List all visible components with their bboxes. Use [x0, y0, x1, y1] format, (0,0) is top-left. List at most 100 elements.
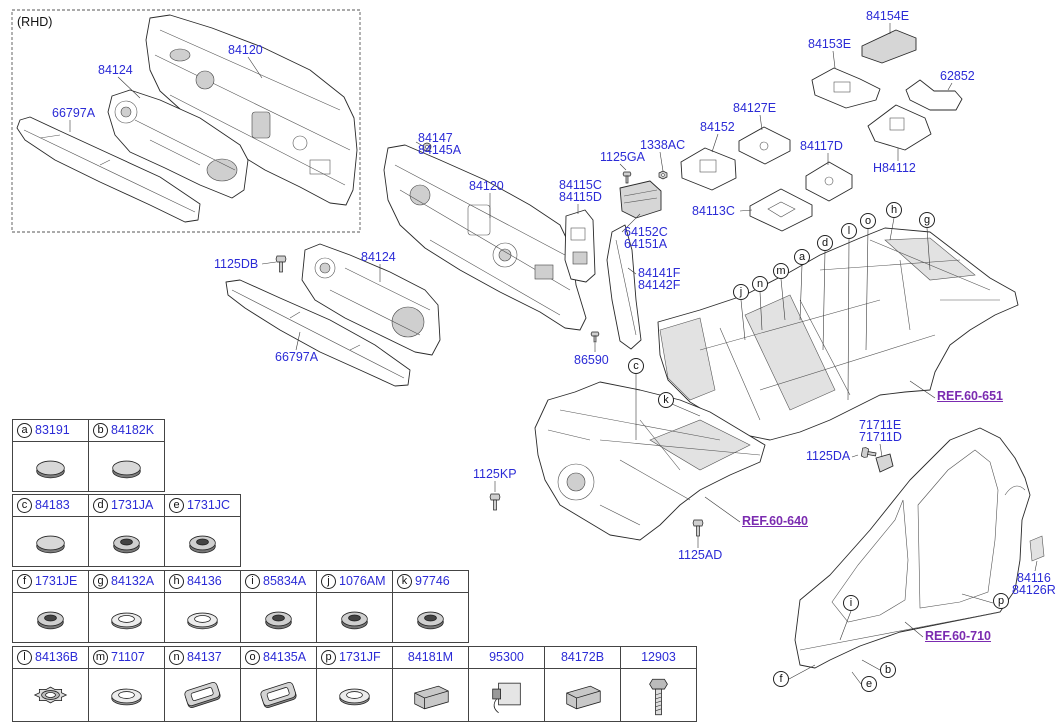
part-label-84147[interactable]: 84147 — [418, 131, 453, 145]
part-label-rhd-dash-insulator[interactable]: 84124 — [98, 63, 133, 77]
part-label-84124[interactable]: 84124 — [361, 250, 396, 264]
part-label-84113c[interactable]: 84113C — [692, 204, 735, 218]
part-label-64152c[interactable]: 64152C — [624, 225, 668, 239]
callout-letter: a — [17, 423, 32, 438]
callout-l: l — [841, 223, 857, 239]
part-number[interactable]: 95300 — [489, 650, 524, 664]
pad-84127e — [738, 126, 791, 165]
callout-h: h — [886, 202, 902, 218]
rect-grommet-icon — [260, 682, 297, 708]
callout-o: o — [860, 213, 876, 229]
part-number[interactable]: 12903 — [641, 650, 676, 664]
rhd-dash-insulator — [107, 89, 249, 199]
part-label-84117d[interactable]: 84117D — [800, 139, 843, 153]
parts-table-cell-header: 84172B — [545, 647, 620, 669]
part-number[interactable]: 85834A — [263, 574, 307, 588]
part-label-1125ad[interactable]: 1125AD — [678, 548, 723, 562]
part-number[interactable]: 84136B — [35, 650, 79, 664]
part-number[interactable]: 97746 — [415, 574, 450, 588]
part-label-84120[interactable]: 84120 — [469, 179, 504, 193]
part-number[interactable]: 84181M — [407, 650, 454, 664]
part-number[interactable]: 84172B — [560, 650, 605, 664]
part-label-84152[interactable]: 84152 — [700, 120, 735, 134]
part-number[interactable]: 84136 — [187, 574, 222, 588]
part-label-84126r[interactable]: 84126R — [1012, 583, 1056, 597]
grommet-icon — [265, 611, 292, 630]
foam-block-icon — [566, 685, 601, 710]
parts-table-cell-image — [393, 669, 468, 721]
clip-71711 — [875, 453, 894, 473]
part-label-84154e[interactable]: 84154E — [866, 9, 910, 23]
part-label-84153e[interactable]: 84153E — [808, 37, 852, 51]
bolt-1125ga — [622, 171, 632, 184]
ref-link-front[interactable]: REF.60-640 — [742, 514, 809, 528]
parts-table-cell-image — [393, 593, 468, 642]
pad-84154e — [861, 29, 917, 64]
part-label-1125ga[interactable]: 1125GA — [600, 150, 645, 164]
part-label-rhd-cowl-panel[interactable]: 66797A — [52, 106, 96, 120]
callout-letter: j — [321, 574, 336, 589]
parts-table-cell: 84172B — [544, 646, 621, 722]
callout-letter: c — [17, 498, 32, 513]
part-label-84127e[interactable]: 84127E — [733, 101, 777, 115]
pad-84152 — [680, 147, 737, 191]
part-label-84116[interactable]: 84116 — [1017, 571, 1051, 585]
part-number[interactable]: 1731JF — [339, 650, 381, 664]
parts-table-cell-image — [545, 669, 620, 721]
callout-letter: i — [245, 574, 260, 589]
part-number[interactable]: 84135A — [263, 650, 307, 664]
part-label-1125kp[interactable]: 1125KP — [473, 467, 517, 481]
part-label-rhd-dash-panel[interactable]: 84120 — [228, 43, 263, 57]
part-number[interactable]: 84132A — [111, 574, 155, 588]
part-label-84145a[interactable]: 84145A — [418, 143, 462, 157]
part-label-84142f[interactable]: 84142F — [638, 278, 681, 292]
rhd-title: (RHD) — [17, 15, 53, 29]
part-number[interactable]: 84182K — [111, 423, 155, 437]
part-label-1125db[interactable]: 1125DB — [214, 257, 259, 271]
part-label-86590[interactable]: 86590 — [574, 353, 609, 367]
part-number[interactable]: 84183 — [35, 498, 70, 512]
grommet-icon — [189, 535, 216, 554]
part-number[interactable]: 1731JC — [187, 498, 231, 512]
part-label-1338ac[interactable]: 1338AC — [640, 138, 686, 152]
callout-p: p — [993, 593, 1009, 609]
part-label-71711e[interactable]: 71711E — [859, 418, 902, 432]
part-number[interactable]: 84137 — [187, 650, 222, 664]
callout-d: d — [817, 235, 833, 251]
part-label-71711d[interactable]: 71711D — [859, 430, 902, 444]
ref-link-floor[interactable]: REF.60-651 — [937, 389, 1004, 403]
part-label-1125da[interactable]: 1125DA — [806, 449, 851, 463]
leader-lines — [69, 23, 1038, 685]
part-label-84115c[interactable]: 84115C — [559, 178, 602, 192]
part-label-62852[interactable]: 62852 — [940, 69, 975, 83]
part-number[interactable]: 1731JA — [111, 498, 154, 512]
parts-table-cell-image — [13, 517, 88, 566]
parts-table-cell-image — [13, 442, 88, 491]
grommet-icon — [113, 535, 140, 554]
part-label-84141f[interactable]: 84141F — [638, 266, 681, 280]
ref-link-side[interactable]: REF.60-710 — [925, 629, 992, 643]
part-label-h84112[interactable]: H84112 — [873, 161, 916, 175]
part-number[interactable]: 1731JE — [35, 574, 78, 588]
ring-grommet-icon — [111, 612, 142, 630]
pad-84116 — [1029, 535, 1045, 562]
part-number[interactable]: 71107 — [111, 650, 145, 664]
pad-84113c — [749, 188, 813, 232]
part-number[interactable]: 83191 — [35, 423, 70, 437]
part-label-84115d[interactable]: 84115D — [559, 190, 602, 204]
part-number[interactable]: 1076AM — [339, 574, 386, 588]
callout-letter: m — [93, 650, 108, 665]
part-label-64151a[interactable]: 64151A — [624, 237, 668, 251]
callout-k: k — [658, 392, 674, 408]
part-label-66797a[interactable]: 66797A — [275, 350, 319, 364]
